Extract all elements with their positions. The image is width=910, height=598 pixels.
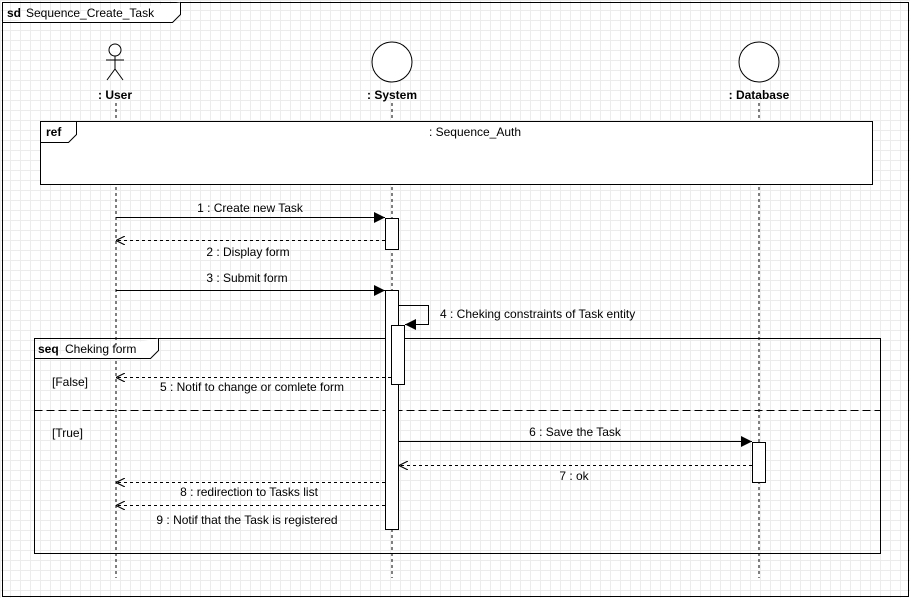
message-9-label: 9 : Notif that the Task is registered [156,513,337,527]
guard-true: [True] [52,426,83,440]
message-4-label: 4 : Cheking constraints of Task entity [440,307,635,321]
message-7-label: 7 : ok [559,469,589,483]
seq-fragment-tab [34,338,159,359]
diagram-frame-tab [2,2,181,23]
message-4-arrow [398,305,429,330]
message-1-label: 1 : Create new Task [197,201,304,215]
ref-label: : Sequence_Auth [429,125,521,139]
message-3-label: 3 : Submit form [206,271,287,285]
message-2-label: 2 : Display form [206,245,289,259]
control-icon [371,41,413,83]
message-6-label: 6 : Save the Task [529,425,622,439]
seq-fragment-name: Cheking form [65,342,136,356]
seq-keyword: seq [38,342,59,356]
system-activation-1 [385,218,399,250]
lifeline-label-database: : Database [729,88,790,102]
database-activation [752,442,766,483]
message-5-label: 5 : Notif to change or comlete form [160,380,344,394]
entity-icon [738,41,780,83]
diagram-kind-keyword: sd [7,6,21,20]
ref-fragment-tab [40,121,77,143]
system-activation-nested [391,325,405,385]
message-8-label: 8 : redirection to Tasks list [180,485,319,499]
lifeline-label-user: : User [98,88,132,102]
guard-false: [False] [52,375,88,389]
ref-keyword: ref [46,125,62,139]
lifeline-label-system: : System [367,88,417,102]
diagram-name: Sequence_Create_Task [26,6,155,20]
ref-fragment [40,121,873,185]
actor-icon [106,43,124,81]
seq-fragment [34,338,881,554]
